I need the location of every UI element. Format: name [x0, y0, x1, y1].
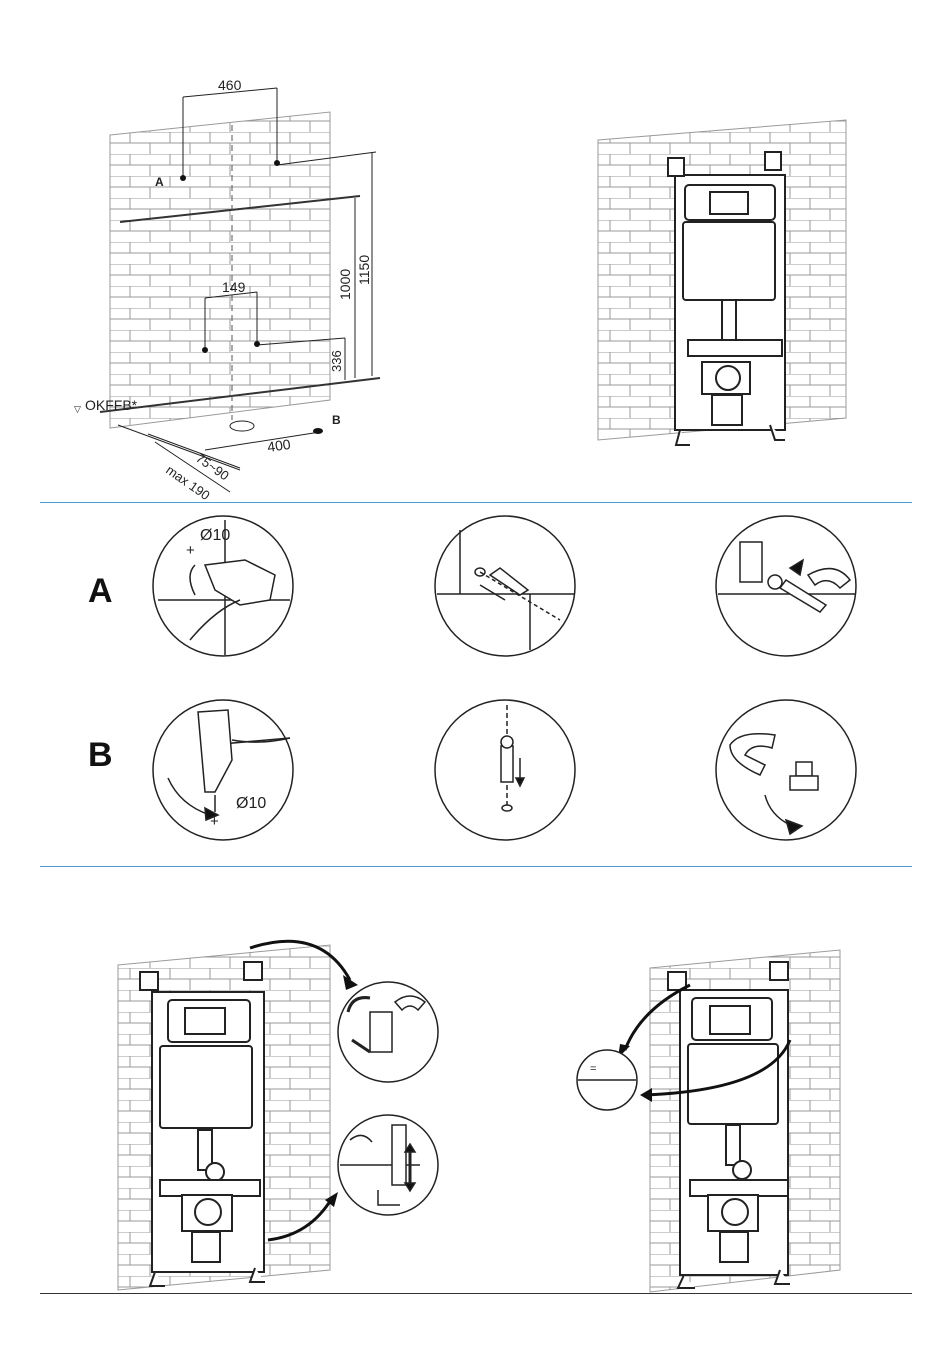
- section-divider-2: [40, 866, 912, 867]
- dim-400: 400: [266, 436, 292, 455]
- installed-frame-drawing: [598, 120, 846, 445]
- floor-level-icon: ▽: [74, 404, 81, 414]
- detail-top-bracket: [338, 982, 438, 1082]
- frame-left: [118, 945, 330, 1290]
- detail-level-check: [577, 1050, 637, 1110]
- row-b-drill-size: Ø10: [236, 795, 266, 812]
- section-divider-bottom: [40, 1293, 912, 1294]
- wall-dimension-drawing: 460 A 149 1000 1150 336 OKFFB* ▽ B 400 7…: [0, 0, 950, 500]
- row-b-label: B: [88, 736, 113, 775]
- insert-plug-icon: [435, 516, 575, 656]
- dim-75-90: 75~90: [193, 450, 232, 483]
- okffb-label: OKFFB*: [85, 397, 138, 413]
- dim-149: 149: [222, 279, 246, 295]
- fix-bracket-icon: [716, 516, 856, 656]
- level-marker: =: [590, 1063, 596, 1075]
- frame-right: [650, 950, 840, 1292]
- tighten-nut-icon: [716, 700, 856, 840]
- dim-336: 336: [329, 350, 344, 372]
- point-b-label: B: [332, 413, 341, 427]
- dim-460: 460: [218, 77, 242, 93]
- dim-1150: 1150: [356, 255, 372, 285]
- svg-text:+: +: [210, 813, 219, 830]
- drill-floor-icon: +: [153, 700, 293, 840]
- svg-text:+: +: [186, 542, 195, 559]
- row-a-drill-size: Ø10: [200, 527, 230, 544]
- insert-anchor-icon: [435, 700, 575, 840]
- detail-foot-adjust: [338, 1115, 438, 1215]
- point-a-label: A: [155, 175, 164, 189]
- dim-1000: 1000: [337, 269, 353, 300]
- section-divider-1: [40, 502, 912, 503]
- row-a-label: A: [88, 572, 113, 611]
- drill-wall-icon: +: [153, 516, 293, 656]
